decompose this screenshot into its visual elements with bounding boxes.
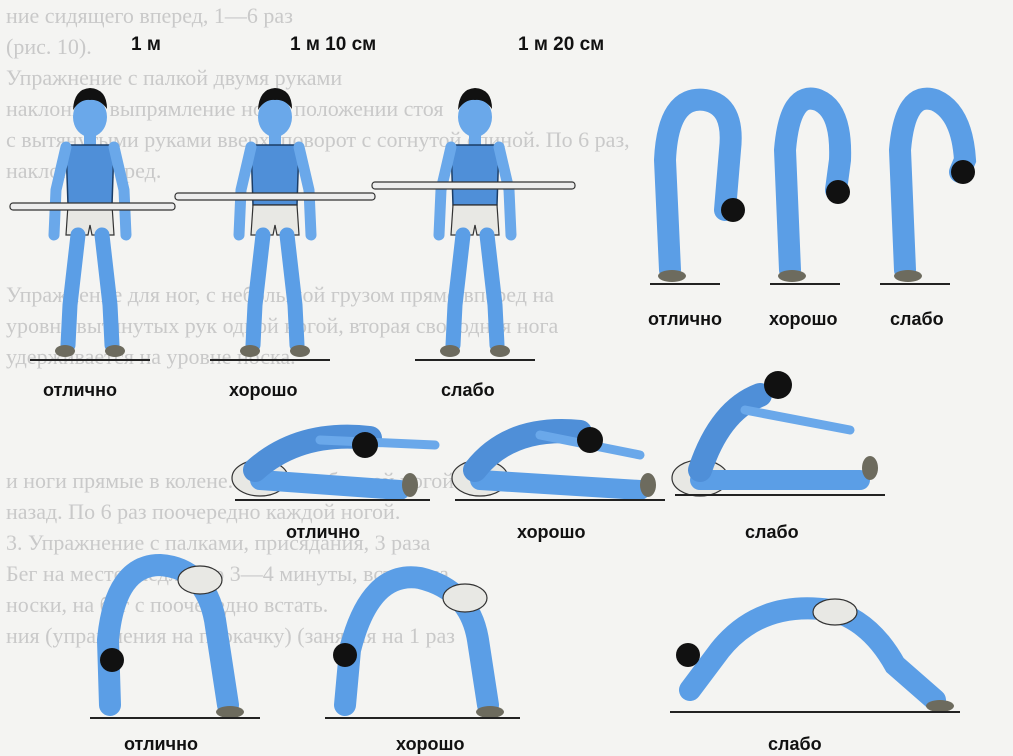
- height-label-3: 1 м 20 см: [518, 34, 604, 56]
- figure-bridge-2: [325, 577, 520, 718]
- figure-sitting-reach-1: [232, 432, 435, 500]
- rating-reach-excellent: отлично: [286, 522, 360, 543]
- figure-sitting-reach-2: [452, 427, 665, 500]
- figure-sitting-reach-3: [672, 371, 885, 496]
- height-label-1: 1 м: [131, 34, 161, 56]
- rating-bend-excellent: отлично: [648, 309, 722, 330]
- figure-standing-3: [439, 88, 511, 357]
- rating-bridge-weak: слабо: [768, 734, 822, 755]
- figure-standing-1: [54, 88, 126, 357]
- figure-standing-2: [239, 88, 311, 357]
- figure-forward-bend-2: [770, 99, 850, 284]
- figure-bridge-3: [670, 599, 960, 712]
- figure-forward-bend-1: [650, 100, 745, 284]
- rating-bend-weak: слабо: [890, 309, 944, 330]
- height-label-2: 1 м 10 см: [290, 34, 376, 56]
- stick-2: [175, 193, 375, 200]
- figure-forward-bend-3: [880, 99, 975, 284]
- stick-1: [10, 203, 175, 210]
- rating-bend-good: хорошо: [769, 309, 838, 330]
- figure-bridge-1: [90, 565, 260, 718]
- rating-bridge-good: хорошо: [396, 734, 465, 755]
- rating-reach-good: хорошо: [517, 522, 586, 543]
- rating-reach-weak: слабо: [745, 522, 799, 543]
- rating-stick-weak: слабо: [441, 380, 495, 401]
- stick-3: [372, 182, 575, 189]
- rating-stick-excellent: отлично: [43, 380, 117, 401]
- rating-bridge-excellent: отлично: [124, 734, 198, 755]
- rating-stick-good: хорошо: [229, 380, 298, 401]
